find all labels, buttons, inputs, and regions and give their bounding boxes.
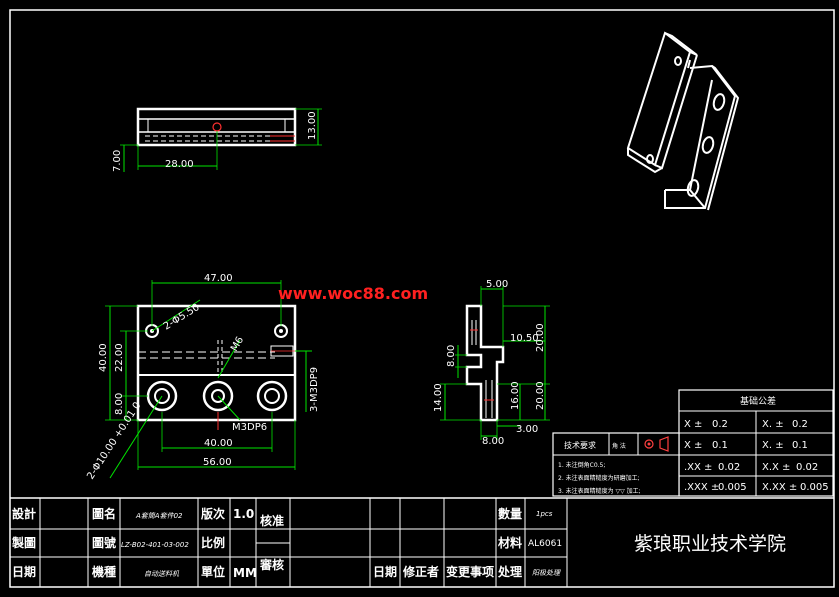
tb-design-label: 設計 [12, 506, 36, 521]
tolerance-table: 基础公差 X ± 0.2 X. ± 0.2 X ± 0.1 X. ± 0.1 .… [678, 389, 834, 497]
tol-r3-c2: X.XX ± [762, 482, 797, 493]
tb-check-label: 核准 [260, 513, 284, 528]
isometric-view [626, 31, 740, 211]
large-hole-3 [256, 380, 288, 412]
tb-process-label: 处理 [497, 564, 522, 579]
front-dim-8: 8.00 [114, 393, 125, 415]
tb-number-label: 圖號 [92, 535, 116, 550]
tb-material-value: AL6061 [528, 539, 562, 549]
tb-scale-label: 比例 [201, 535, 225, 550]
tb-model-label: 機種 [92, 564, 116, 579]
front-dim-m6: M6 [229, 335, 246, 353]
tb-version-value: 1.0 [233, 507, 254, 521]
side-dim-20-top: 20.00 [535, 323, 546, 352]
tech-req-label: 技术要求 [564, 440, 596, 450]
tol-r1-c0: X ± [684, 440, 702, 451]
side-dim-3: 3.00 [516, 424, 538, 435]
side-dim-8-left: 8.00 [446, 345, 457, 367]
front-dim-22: 22.00 [114, 343, 125, 372]
tech-req-item-1: 1. 未注倒角C0.5; [558, 461, 605, 469]
title-block: 設計 製圖 日期 圖名 圖號 機種 A套筒A套件02 LZ-B02-401-03… [10, 497, 834, 587]
front-dim-3-m3dp9: 3-M3DP9 [309, 367, 320, 412]
tol-r3-c0: .XXX ± [684, 482, 719, 493]
side-dim-10-5: 10.50 [510, 333, 539, 344]
front-dim-40-h: 40.00 [204, 438, 233, 449]
tol-r2-c0: .XX ± [684, 462, 712, 473]
tb-modifier-label: 修正者 [402, 564, 439, 579]
tol-r0-c3: 0.2 [792, 419, 808, 430]
tb-review-label: 審核 [259, 557, 284, 572]
top-view: 28.00 13.00 7.00 [112, 107, 322, 172]
side-dim-5: 5.00 [486, 279, 508, 290]
front-dim-40-v: 40.00 [98, 343, 109, 372]
tb-school: 紫琅职业技术学院 [634, 533, 786, 555]
tb-name-value: A套筒A套件02 [135, 512, 183, 520]
side-view: 5.00 10.50 20.00 8.00 14.00 16.00 20.00 … [433, 279, 550, 447]
tb-date-label: 日期 [12, 564, 36, 579]
top-dim-28: 28.00 [165, 159, 194, 170]
tol-r0-c1: 0.2 [712, 419, 728, 430]
tech-requirements: 技术要求 角 法 1. 未注倒角C0.5; 2. 未注表面精糙度为研磨加工; 3… [552, 432, 680, 497]
large-hole-2 [202, 380, 234, 412]
side-dim-8-bottom: 8.00 [482, 436, 504, 447]
tol-r2-c1: 0.02 [718, 462, 740, 473]
tb-quantity-value: 1pcs [536, 510, 553, 518]
tb-version-label: 版次 [201, 506, 225, 521]
tb-number-value: LZ-B02-401-03-002 [121, 541, 189, 549]
tol-r3-c1: 0.005 [718, 482, 747, 493]
tb-process-value: 阳极处理 [532, 569, 561, 577]
tol-r1-c1: 0.1 [712, 440, 728, 451]
tb-unit-label: 單位 [201, 564, 225, 579]
side-dim-14: 14.00 [433, 383, 444, 412]
tol-r2-c2: X.X ± [762, 462, 790, 473]
tol-r0-c2: X. ± [762, 419, 784, 430]
front-view: 47.00 40.00 22.00 8.00 40.00 56.00 M3DP6… [85, 273, 320, 482]
top-dim-7: 7.00 [112, 150, 123, 172]
front-dim-47: 47.00 [204, 273, 233, 284]
tech-req-item-3: 3. 未注表面精糙度为 ▽▽ 加工; [558, 487, 641, 495]
tb-change-label: 变更事项 [446, 564, 494, 579]
tolerance-title: 基础公差 [740, 395, 776, 407]
side-dim-16: 16.00 [510, 381, 521, 410]
projection-symbol-icon [644, 439, 654, 449]
tb-date2-label: 日期 [373, 564, 397, 579]
tech-req-item-2: 2. 未注表面精糙度为研磨加工; [558, 474, 640, 482]
tech-req-angle: 角 法 [612, 442, 626, 450]
tol-r2-c3: 0.02 [796, 462, 818, 473]
front-dim-m3dp6: M3DP6 [232, 422, 267, 433]
top-dim-13: 13.00 [307, 111, 318, 140]
drawing-frame [9, 9, 835, 588]
front-dim-56: 56.00 [203, 457, 232, 468]
tol-r1-c2: X. ± [762, 440, 784, 451]
watermark-text: www.woc88.com [278, 284, 428, 303]
tol-r1-c3: 0.1 [792, 440, 808, 451]
tb-name-label: 圖名 [92, 506, 116, 521]
tb-quantity-label: 數量 [498, 506, 522, 521]
side-dim-20-bottom: 20.00 [535, 381, 546, 410]
tol-r0-c0: X ± [684, 419, 702, 430]
tb-model-value: 自动送料机 [144, 570, 180, 578]
tb-draw-label: 製圖 [11, 535, 36, 550]
tb-material-label: 材料 [497, 535, 522, 550]
tb-unit-value: MM [233, 566, 257, 580]
tol-r3-c3: 0.005 [800, 482, 829, 493]
